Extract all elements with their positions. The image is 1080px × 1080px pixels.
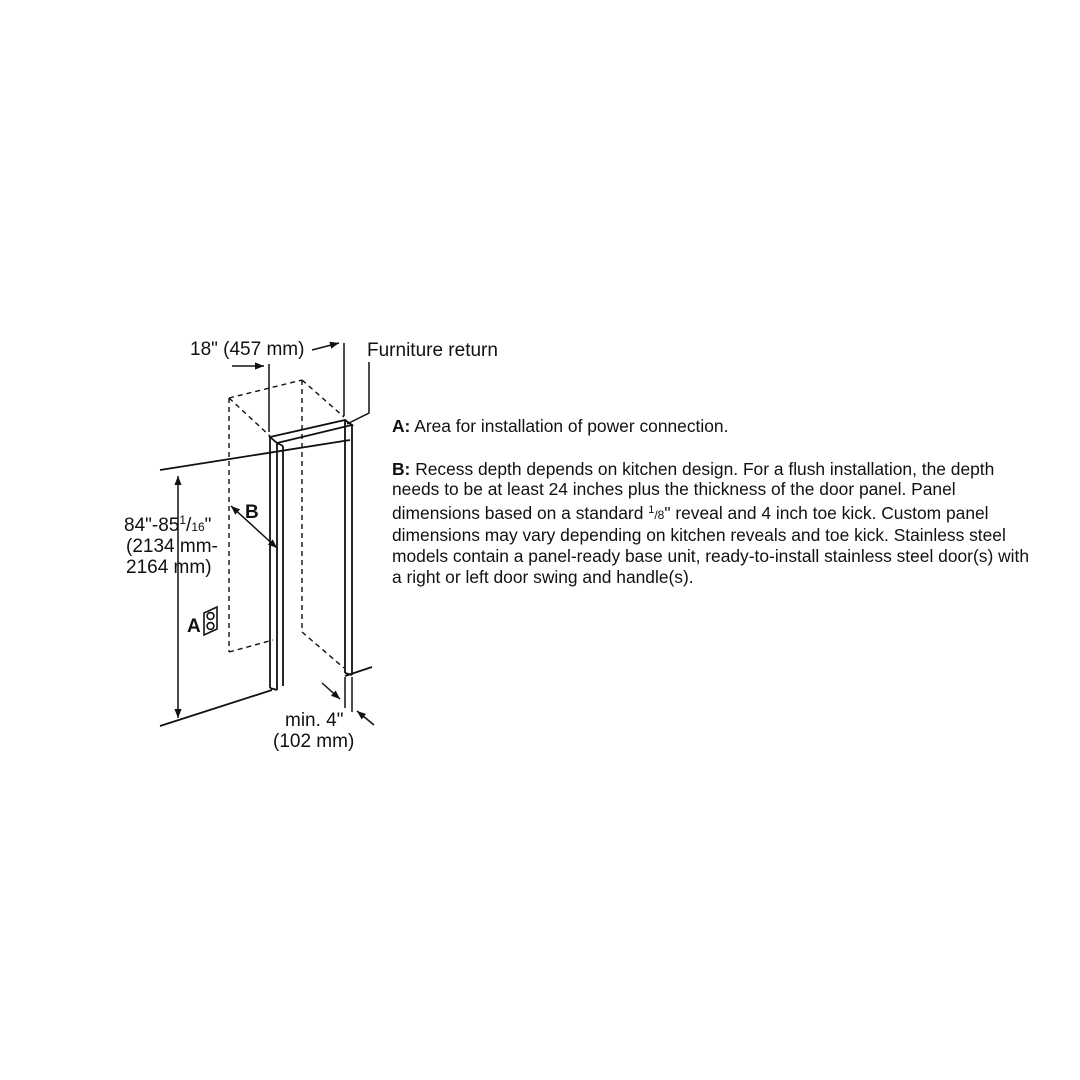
note-b: B: Recess depth depends on kitchen desig… (392, 459, 1032, 588)
width-dimension (232, 341, 345, 432)
floor-line (159, 689, 273, 727)
note-a-text: Area for installation of power connectio… (410, 416, 729, 436)
toe-kick-dimension (321, 677, 375, 726)
installation-notes: A: Area for installation of power connec… (392, 416, 1032, 587)
note-a-key: A: (392, 416, 411, 436)
height-dimension-mm-1: (2134 mm- (126, 536, 218, 557)
recess-depth-arrow (230, 505, 278, 549)
width-dimension-label: 18" (457 mm) (190, 339, 304, 360)
cabinet-panel (268, 419, 355, 691)
note-a: A: Area for installation of power connec… (392, 416, 1032, 437)
furniture-return-leader (346, 362, 370, 425)
appliance-outline-dashed (228, 379, 345, 669)
toe-kick-label-2: (102 mm) (273, 731, 354, 752)
height-dimension-mm-2: 2164 mm) (126, 557, 212, 578)
note-b-text-1: Recess depth depends on kitchen design. … (392, 458, 995, 523)
toe-kick-label-1: min. 4" (285, 710, 343, 731)
note-b-frac-den: /8 (654, 507, 665, 522)
note-b-key: B: (392, 458, 411, 479)
marker-a-label: A (187, 616, 201, 637)
marker-b-label: B (245, 502, 259, 523)
ceiling-line (159, 439, 351, 471)
note-b-text-2: " reveal and 4 inch toe kick. Custom pan… (392, 502, 1030, 587)
height-dimension-label: 84"-851/16" (124, 513, 211, 536)
power-outlet-icon (203, 605, 218, 637)
note-b-frac-num: 1 (648, 503, 655, 516)
furniture-return-label: Furniture return (367, 340, 498, 361)
